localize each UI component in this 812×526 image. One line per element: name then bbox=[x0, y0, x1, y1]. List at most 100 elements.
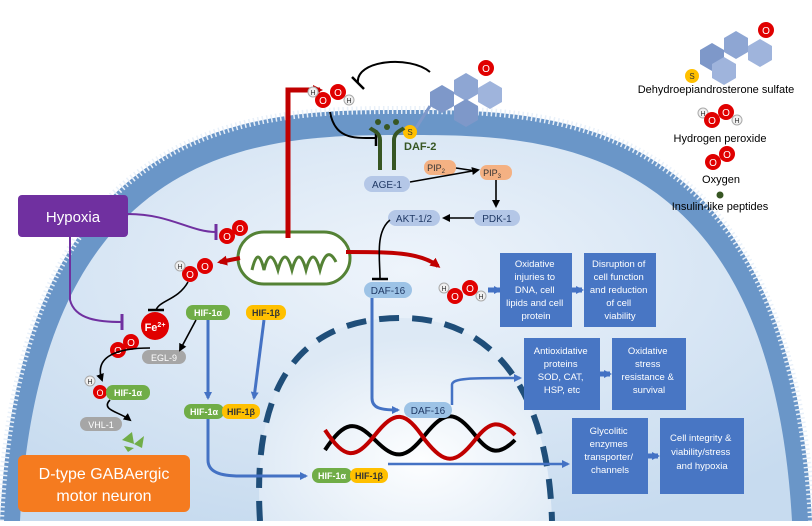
legend-oxygen-icon: O O bbox=[705, 146, 735, 170]
svg-text:Disruption of cell funct: Disruption of cell function and reductio… bbox=[590, 259, 650, 322]
h2o2-right: O O H H bbox=[438, 280, 487, 304]
pip2-node: PIP2 bbox=[424, 160, 456, 175]
hif1a-to-egl9 bbox=[179, 319, 197, 352]
egl9-to-hif bbox=[96, 347, 151, 382]
akt-label: AKT-1/2 bbox=[396, 214, 433, 225]
hif-nuc-b: HIF-1β bbox=[355, 471, 384, 481]
atom-o: O bbox=[708, 116, 716, 127]
pip2-to-pip3 bbox=[455, 167, 477, 172]
akt-node: AKT-1/2 bbox=[388, 210, 440, 226]
outcome-box-integrity: Cell integrity & viability/stress and hy… bbox=[660, 418, 744, 494]
degradation-icon bbox=[122, 432, 144, 452]
atom-h: H bbox=[700, 111, 705, 118]
outcome-box-disruption: Disruption of cell function and reductio… bbox=[584, 253, 656, 327]
age1-node: AGE-1 bbox=[364, 176, 410, 192]
fe-node: Fe2+ bbox=[141, 312, 169, 340]
daf16-to-antioxidative bbox=[450, 374, 522, 405]
vhl1-label: VHL-1 bbox=[88, 420, 114, 430]
atom-s: S bbox=[407, 128, 412, 137]
vhl1-node: VHL-1 bbox=[80, 417, 122, 431]
pip2-label: PIP2 bbox=[427, 163, 446, 175]
hif1b-cyto-label: HIF-1β bbox=[252, 308, 281, 318]
ros-arrow-right bbox=[345, 250, 441, 268]
akt-inhibit-daf16 bbox=[378, 219, 391, 279]
atom-s: S bbox=[689, 72, 694, 81]
hif-complex-a: HIF-1α bbox=[190, 407, 219, 417]
dhea-molecule: O S bbox=[403, 60, 502, 139]
hypoxia-label: Hypoxia bbox=[46, 209, 101, 226]
hif1a-label: HIF-1α bbox=[114, 388, 143, 398]
h2o2-left: O O H bbox=[174, 258, 213, 282]
legend: O S Dehydroepiandrosterone sulfate H O O… bbox=[638, 22, 795, 213]
hif-nuc-a: HIF-1α bbox=[318, 471, 347, 481]
feedback-bar bbox=[351, 76, 365, 90]
mitochondrion bbox=[236, 230, 352, 286]
svg-text:Cell integrity & viabili: Cell integrity & viability/stress and hy… bbox=[670, 433, 734, 472]
atom-h: H bbox=[478, 294, 483, 301]
atom-h: H bbox=[346, 98, 351, 105]
h2o2-top: O O H H bbox=[307, 84, 355, 108]
atom-o: O bbox=[236, 224, 244, 235]
age1-label: AGE-1 bbox=[372, 180, 402, 191]
atom-o: O bbox=[186, 270, 194, 281]
hypoxia-inhibit-fe bbox=[69, 237, 123, 323]
atom-o: O bbox=[466, 284, 474, 295]
outcome-box-antioxidative: Antioxidative proteins SOD, CAT, HSP, et… bbox=[524, 338, 600, 410]
outcome-box-injuries: Oxidative injuries to DNA, cell lipids a… bbox=[500, 253, 572, 327]
daf16-cyto-label: DAF-16 bbox=[371, 286, 406, 297]
pdk1-label: PDK-1 bbox=[482, 214, 512, 225]
legend-h2o2-label: Hydrogen peroxide bbox=[674, 133, 767, 145]
hif1b-cyto: HIF-1β bbox=[246, 305, 286, 320]
hif-complex-cyto: HIF-1α HIF-1β bbox=[184, 404, 260, 419]
daf16-translocation bbox=[370, 298, 400, 414]
atom-o: O bbox=[722, 108, 730, 119]
oxygen-mito: O O bbox=[219, 220, 248, 244]
hypoxia-inhibit-oxygen bbox=[127, 213, 217, 233]
hif-complex-nuc: HIF-1α HIF-1β bbox=[312, 468, 388, 483]
hif1a-hydroxylated: H O HIF-1α bbox=[84, 375, 150, 400]
legend-ilp-label: Insulin-like peptides bbox=[672, 201, 769, 213]
atom-o: O bbox=[334, 88, 342, 99]
atom-o: O bbox=[96, 388, 103, 398]
age1-to-pip3 bbox=[409, 167, 480, 183]
hif1a-cyto: HIF-1α bbox=[186, 305, 230, 320]
atom-o: O bbox=[723, 150, 731, 161]
egl9-label: EGL-9 bbox=[151, 353, 177, 363]
atom-h: H bbox=[87, 379, 92, 386]
atom-o: O bbox=[127, 338, 135, 349]
daf2-label: DAF-2 bbox=[404, 141, 436, 153]
hif-to-vhl bbox=[106, 399, 132, 422]
outcome-box-glycolytic: Glycolitic enzymes transporter/ channels bbox=[572, 418, 648, 494]
egl9-node: EGL-9 bbox=[142, 350, 186, 364]
daf16-nuc-node: DAF-16 bbox=[404, 402, 452, 418]
hif-complex-to-nucleus bbox=[206, 419, 308, 480]
fe-label: Fe2+ bbox=[145, 322, 166, 334]
atom-h: H bbox=[734, 118, 739, 125]
daf16-nuc-label: DAF-16 bbox=[411, 406, 446, 417]
svg-text:Antioxidative proteins: Antioxidative proteins SOD, CAT, HSP, et… bbox=[534, 346, 591, 396]
atom-h: H bbox=[177, 264, 182, 271]
ros-arrow-left bbox=[217, 255, 241, 266]
atom-o: O bbox=[482, 64, 490, 75]
svg-text:Oxidative stress r: Oxidative stress resistance & survival bbox=[622, 346, 677, 396]
legend-h2o2-icon: H O O H bbox=[697, 104, 743, 128]
atom-o: O bbox=[201, 262, 209, 273]
hypoxia-box: Hypoxia bbox=[18, 195, 128, 237]
atom-o: O bbox=[223, 232, 231, 243]
outcome-box-resistance: Oxidative stress resistance & survival bbox=[612, 338, 686, 410]
legend-dhea-icon: O S bbox=[685, 22, 774, 85]
atom-o: O bbox=[319, 96, 327, 107]
hif1b-down bbox=[250, 319, 266, 400]
pip3-node: PIP3 bbox=[480, 165, 512, 180]
atom-h: H bbox=[310, 90, 315, 97]
neuron-line2: motor neuron bbox=[56, 488, 151, 505]
atom-o: O bbox=[762, 26, 770, 37]
hif-complex-b: HIF-1β bbox=[227, 407, 256, 417]
h2o2-inhibit-daf2 bbox=[329, 111, 377, 140]
legend-dhea-label: Dehydroepiandrosterone sulfate bbox=[638, 84, 795, 96]
dna-helix bbox=[323, 414, 517, 461]
legend-ilp-icon bbox=[716, 191, 724, 199]
atom-h: H bbox=[441, 286, 446, 293]
